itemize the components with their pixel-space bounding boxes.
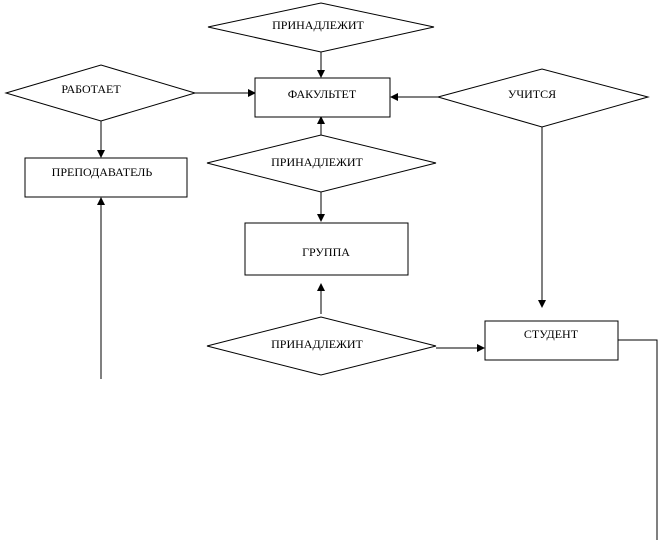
relationship-works: РАБОТАЕТ bbox=[4, 64, 197, 122]
entity-group: ГРУППА bbox=[244, 222, 409, 276]
relationship-middle-belongs-label: ПРИНАДЛЕЖИТ bbox=[271, 155, 363, 169]
relationship-studies-label: УЧИТСЯ bbox=[508, 87, 556, 101]
relationship-middle-belongs: ПРИНАДЛЕЖИТ bbox=[206, 134, 437, 193]
entity-group-label: ГРУППА bbox=[302, 245, 350, 259]
relationship-top-belongs: ПРИНАДЛЕЖИТ bbox=[207, 2, 435, 53]
entity-teacher-label: ПРЕПОДАВАТЕЛЬ bbox=[52, 165, 153, 179]
relationship-studies: УЧИТСЯ bbox=[436, 68, 650, 128]
line-student-down bbox=[618, 339, 658, 540]
relationship-works-label: РАБОТАЕТ bbox=[61, 82, 121, 96]
entity-faculty: ФАКУЛЬТЕТ bbox=[254, 77, 391, 118]
relationship-bottom-belongs: ПРИНАДЛЕЖИТ bbox=[206, 316, 437, 376]
entity-faculty-label: ФАКУЛЬТЕТ bbox=[288, 87, 357, 101]
entity-student: СТУДЕНТ bbox=[484, 320, 619, 361]
entity-teacher: ПРЕПОДАВАТЕЛЬ bbox=[24, 157, 188, 198]
relationship-bottom-belongs-label: ПРИНАДЛЕЖИТ bbox=[271, 337, 363, 351]
entity-student-label: СТУДЕНТ bbox=[524, 327, 579, 341]
relationship-top-belongs-label: ПРИНАДЛЕЖИТ bbox=[272, 18, 364, 32]
